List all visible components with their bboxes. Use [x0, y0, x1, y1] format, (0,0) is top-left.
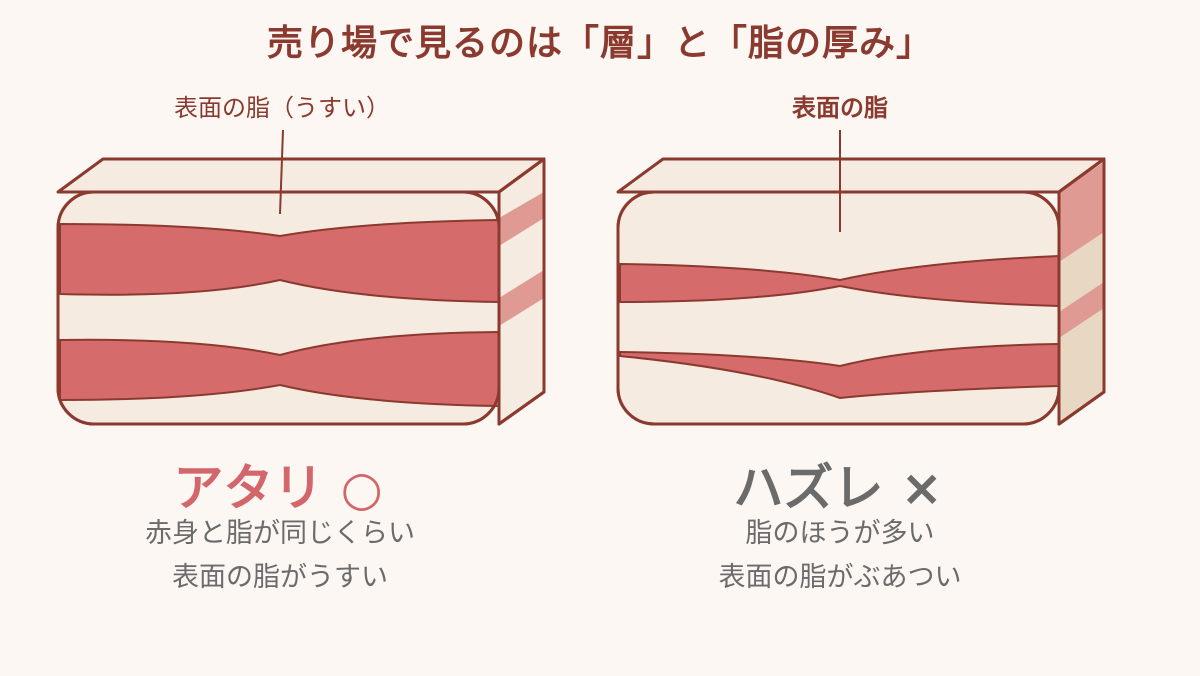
left-desc-line-2: 表面の脂がうすい [172, 562, 388, 593]
left-verdict-label: アタリ [173, 459, 324, 517]
right-desc-line-1: 脂のほうが多い [745, 518, 935, 549]
left-side-meat-stripe-2 [499, 270, 544, 326]
left-callout-surface-fat: 表面の脂（うすい） [174, 94, 390, 122]
left-verdict: アタリ ○ [28, 448, 528, 520]
right-callout-surface-fat: 表面の脂 [792, 94, 888, 122]
cross-mark-icon: × [900, 459, 943, 517]
left-desc-line-1: 赤身と脂が同じくらい [145, 518, 415, 549]
left-description: 赤身と脂が同じくらい 表面の脂がうすい [30, 512, 530, 600]
left-meat-block [56, 129, 546, 426]
left-callout-line [279, 129, 284, 215]
right-verdict: ハズレ × [588, 448, 1088, 520]
right-verdict-label: ハズレ [733, 459, 884, 517]
right-description: 脂のほうが多い 表面の脂がぶあつい [590, 512, 1090, 600]
left-meat-layer-2 [59, 331, 500, 407]
left-block-top-face [56, 157, 546, 194]
right-side-meat-stripe-1 [1059, 162, 1104, 262]
page-title: 売り場で見るのは「層」と「脂の厚み」 [266, 23, 933, 64]
right-side-meat-stripe-2 [1059, 282, 1104, 338]
right-block-top-face [616, 157, 1106, 194]
right-desc-line-2: 表面の脂がぶあつい [718, 562, 962, 593]
right-meat-block [616, 130, 1106, 426]
left-side-meat-stripe-1 [499, 192, 544, 246]
circle-mark-icon: ○ [340, 461, 383, 517]
